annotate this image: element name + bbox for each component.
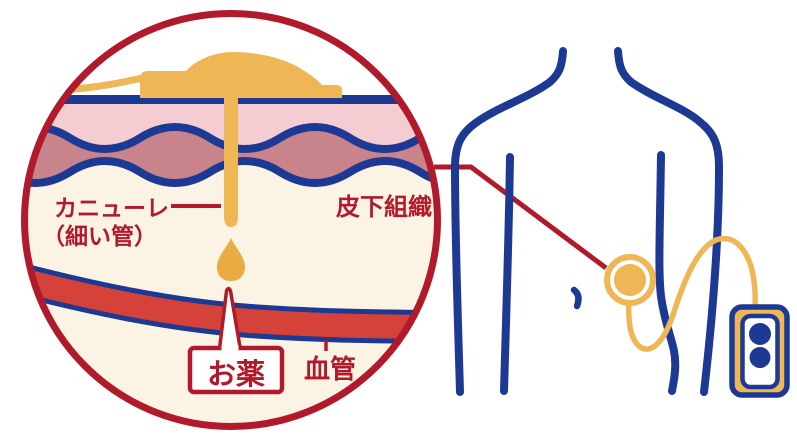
blood-vessel-lumen (25, 265, 437, 339)
torso-right-outer-line (614, 47, 723, 396)
infusion-pad-icon (604, 254, 656, 306)
pump-button-bottom (749, 347, 771, 368)
cannula-sublabel: （細い管） (42, 223, 157, 249)
subcutaneous-tissue-label: 皮下組織 (336, 193, 432, 221)
navel-mark (570, 286, 582, 310)
infusion-tubing (625, 235, 758, 352)
infusion-set-body (140, 52, 342, 98)
cannula-shape (224, 60, 238, 227)
torso-right-inner-line (655, 151, 680, 395)
magnified-skin-view: お薬 カニューレ （細い管） 皮下組織 血管 (25, 14, 437, 426)
magnifier-circle-border (21, 10, 441, 430)
magnifier-callout-line (434, 164, 608, 271)
blood-vessel-label: 血管 (304, 354, 356, 384)
medicine-callout-join (221, 345, 239, 355)
pump-device-icon (729, 304, 790, 398)
torso-left-inner-line (500, 153, 514, 395)
torso-outline (451, 47, 723, 396)
infusion-pad-center (614, 264, 646, 296)
medicine-callout-tail (217, 286, 243, 354)
medicine-droplet-icon (217, 238, 245, 281)
torso-left-outer-line (451, 47, 567, 396)
medicine-label: お薬 (207, 358, 265, 391)
cannula-label: カニューレ (54, 195, 169, 221)
pump-button-top (749, 323, 771, 345)
